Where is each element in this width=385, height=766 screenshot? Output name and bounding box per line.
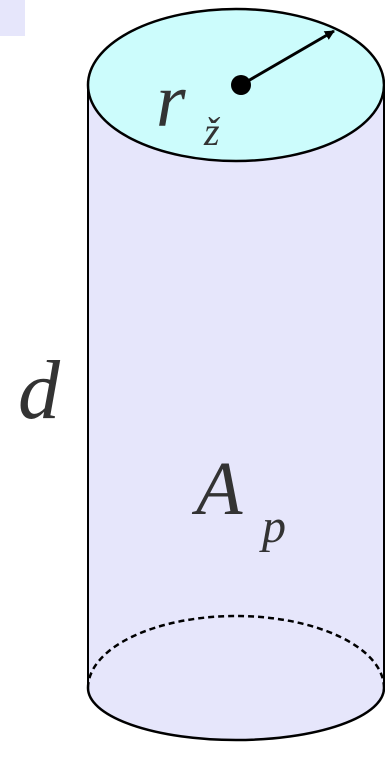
radius-subscript: ž [203,109,221,154]
height-label: d [18,344,61,437]
radius-arrow [240,29,335,87]
bottom-base-front [86,687,385,742]
corner-tag [0,0,25,36]
area-label: A [191,447,243,531]
area-subscript: p [259,500,286,553]
cylinder-body [88,87,384,739]
radius-label: r [156,59,186,143]
